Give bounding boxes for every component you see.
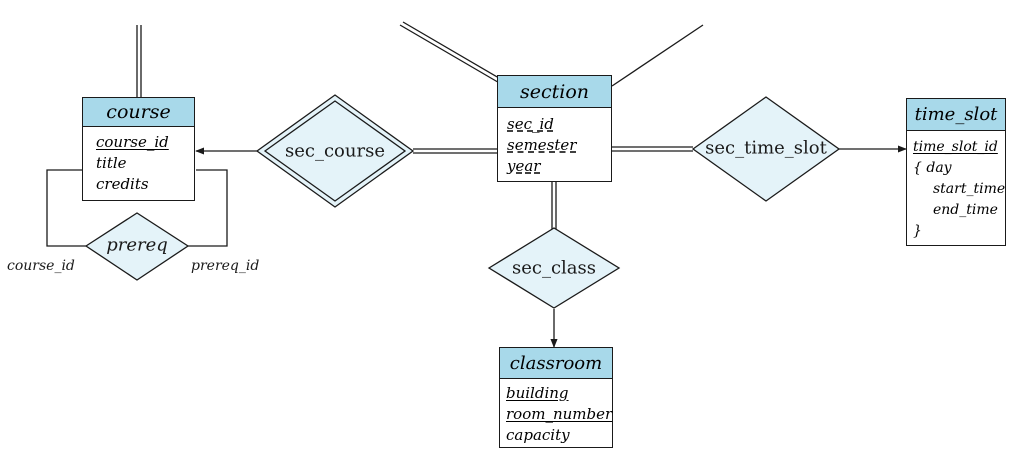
role-label-prereq-id: prereq_id <box>191 258 260 274</box>
sec-course-diamond-inner <box>263 100 407 202</box>
prereq-left-loop <box>46 169 86 247</box>
sec-time-slot-diamond <box>691 96 841 202</box>
entity-section: section sec_id semester year <box>497 75 612 182</box>
prereq-right-loop <box>188 169 228 247</box>
section-attr-semester: semester <box>507 136 577 154</box>
entity-course: course course_id title credits <box>82 97 195 201</box>
entity-classroom: classroom building room_number capacity <box>499 347 613 448</box>
section-upper-left-line-2 <box>402 21 512 86</box>
role-label-course-id: course_id <box>7 258 75 274</box>
section-upper-right-line <box>611 24 704 87</box>
course-attr-course-id: course_id <box>96 133 169 151</box>
sec-class-diamond <box>487 227 621 309</box>
classroom-attr-building: building <box>506 384 569 402</box>
section-upper-left-line <box>399 24 509 89</box>
time-slot-attr-start-time: start_time <box>933 181 1006 197</box>
connection-lines <box>46 21 907 348</box>
entity-section-title: section <box>498 76 611 108</box>
time-slot-attr-close-brace: } <box>913 223 922 239</box>
classroom-attr-room-number: room_number <box>506 405 613 423</box>
entity-time-slot-title: time_slot <box>907 99 1005 131</box>
relationship-label-sec-class: sec_class <box>511 257 597 279</box>
entity-classroom-title: classroom <box>500 348 612 379</box>
time-slot-attr-time-slot-id: time_slot_id <box>913 139 998 155</box>
classroom-attr-capacity: capacity <box>506 426 570 444</box>
relationship-label-sec-time-slot: sec_time_slot <box>705 137 827 159</box>
course-attr-credits: credits <box>96 175 149 193</box>
entity-course-title: course <box>83 98 194 127</box>
course-attr-title: title <box>96 154 127 172</box>
time-slot-attr-day: { day <box>913 160 952 176</box>
prereq-diamond <box>84 212 190 281</box>
section-attr-year: year <box>507 157 541 175</box>
relationship-label-sec-course: sec_course <box>285 140 385 162</box>
time-slot-attr-end-time: end_time <box>933 202 998 218</box>
relationship-label-prereq: prereq <box>106 234 168 256</box>
section-attr-sec-id: sec_id <box>507 115 554 133</box>
entity-time-slot: time_slot time_slot_id { day start_time … <box>906 98 1006 246</box>
relationship-diamonds <box>84 94 841 309</box>
